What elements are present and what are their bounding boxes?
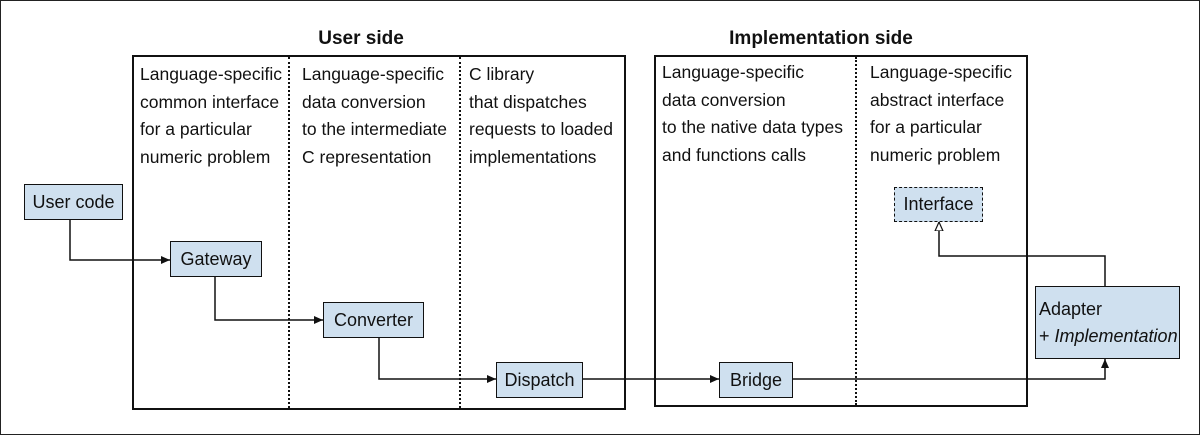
adapter-implementation-node: Adapter + Implementation	[1035, 286, 1180, 359]
user-column-2-description: Language-specific data conversion to the…	[302, 64, 447, 167]
adapter-label: Adapter	[1039, 298, 1103, 319]
converter-node: Converter	[323, 302, 424, 338]
user-divider-1	[288, 57, 290, 408]
gateway-node: Gateway	[170, 241, 262, 277]
connector-usercode-gateway	[69, 220, 170, 264]
interface-node: Interface	[894, 187, 983, 222]
connector-bridge-adapter	[793, 359, 1109, 380]
connector-gateway-converter	[214, 277, 323, 324]
user-side-title: User side	[318, 28, 404, 49]
impl-column-2-description: Language-specific abstract interface for…	[870, 62, 1013, 165]
impl-column-1-description: Language-specific data conversion to the…	[662, 62, 843, 165]
bridge-node: Bridge	[719, 362, 793, 398]
user-divider-2	[459, 57, 461, 408]
user-code-node: User code	[24, 184, 123, 220]
user-side-box	[132, 55, 626, 410]
connector-converter-dispatch	[378, 338, 496, 383]
impl-divider-1	[855, 57, 857, 405]
user-column-1-description: Language-specific common interface for a…	[140, 64, 283, 167]
implementation-label: + Implementation	[1039, 325, 1178, 346]
implementation-side-title: Implementation side	[729, 28, 913, 49]
dispatch-node: Dispatch	[496, 362, 583, 398]
implementation-side-box	[654, 55, 1028, 407]
connector-adapter-interface	[939, 222, 1106, 286]
user-column-3-description: C library that dispatches requests to lo…	[469, 64, 613, 167]
